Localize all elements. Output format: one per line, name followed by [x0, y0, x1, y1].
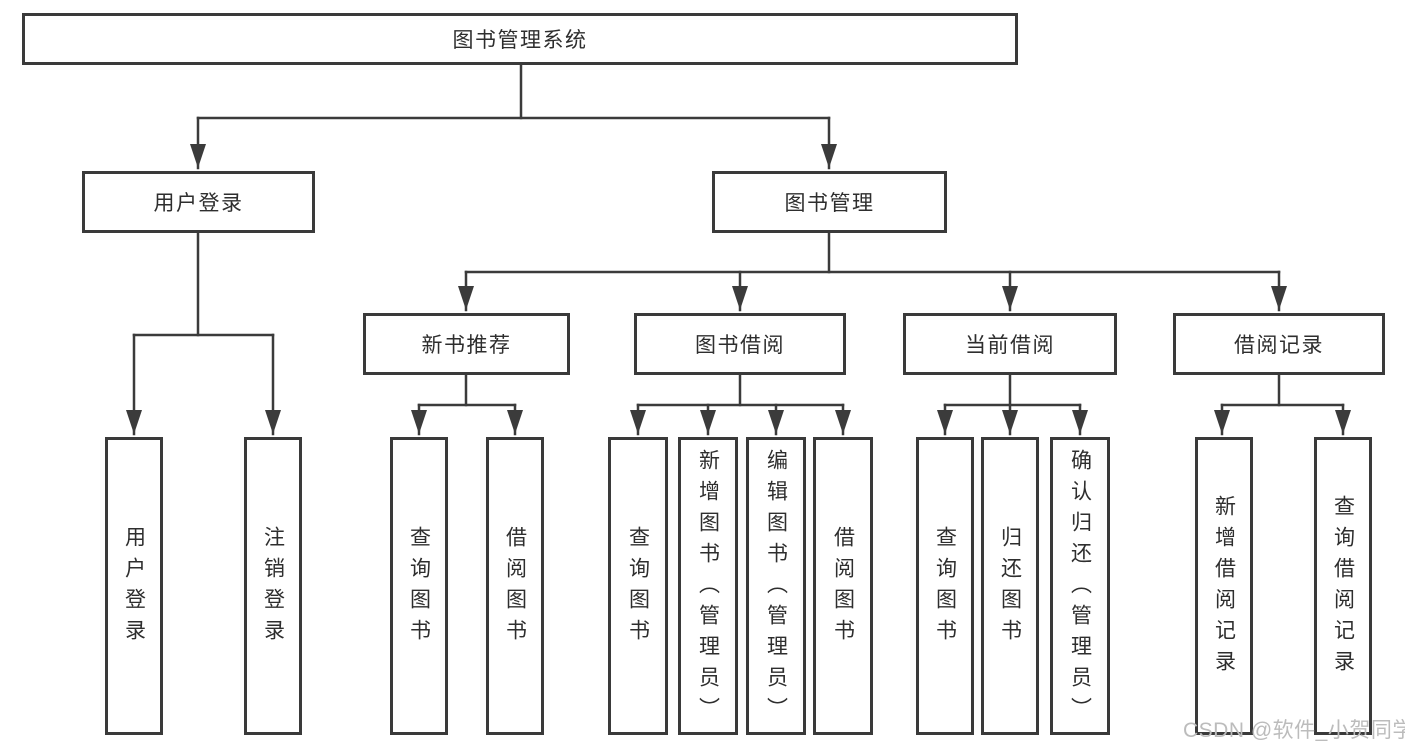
csdn-watermark: CSDN @软件_小贺同学: [1183, 719, 1405, 742]
node-leaf-bb-borrow-books: 借阅图书: [813, 437, 873, 735]
node-current-borrowing: 当前借阅: [903, 313, 1117, 375]
node-leaf-logout-login: 注销登录: [244, 437, 302, 735]
node-user-login: 用户登录: [82, 171, 315, 233]
node-leaf-nb-query-books: 查询图书: [390, 437, 448, 735]
node-leaf-bb-add-books-admin: 新增图书（管理员）: [678, 437, 738, 735]
node-borrowing-records: 借阅记录: [1173, 313, 1385, 375]
node-book-borrowing: 图书借阅: [634, 313, 846, 375]
node-leaf-cb-query-books: 查询图书: [916, 437, 974, 735]
node-book-management: 图书管理: [712, 171, 947, 233]
node-leaf-br-query-record: 查询借阅记录: [1314, 437, 1372, 735]
node-leaf-cb-return-books: 归还图书: [981, 437, 1039, 735]
node-new-book-recommendation: 新书推荐: [363, 313, 570, 375]
node-leaf-user-login: 用户登录: [105, 437, 163, 735]
node-leaf-br-add-record: 新增借阅记录: [1195, 437, 1253, 735]
node-leaf-bb-query-books: 查询图书: [608, 437, 668, 735]
node-leaf-cb-confirm-return-admin: 确认归还（管理员）: [1050, 437, 1110, 735]
node-leaf-nb-borrow-books: 借阅图书: [486, 437, 544, 735]
node-root-library-system: 图书管理系统: [22, 13, 1018, 65]
node-leaf-bb-edit-books-admin: 编辑图书（管理员）: [746, 437, 806, 735]
